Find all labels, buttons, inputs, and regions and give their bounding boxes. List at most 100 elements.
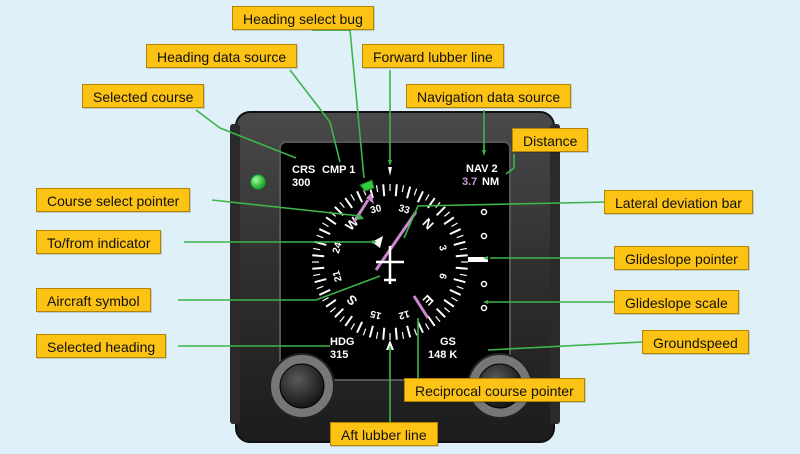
compass-tick (312, 266, 325, 270)
compass-tick (325, 216, 337, 225)
leader-groundspeed (487, 341, 643, 351)
compass-tick (329, 307, 336, 313)
glideslope-scale (480, 208, 488, 312)
glideslope-pointer (468, 257, 488, 262)
callout-course-select-pointer: Course select pointer (36, 188, 191, 212)
compass-tick (334, 307, 345, 318)
compass-tick (375, 331, 379, 339)
hdg-value: 315 (330, 349, 348, 361)
compass-label: 6 (436, 272, 448, 281)
compass-tick (435, 307, 446, 318)
compass-tick (416, 190, 424, 203)
status-led (250, 174, 266, 190)
compass-tick (449, 228, 462, 236)
crs-value: 300 (292, 177, 310, 189)
compass-tick (406, 186, 412, 199)
compass-tick (444, 211, 451, 217)
compass-tick (344, 315, 353, 327)
callout-navigation-data-source: Navigation data source (406, 84, 572, 108)
callout-selected-course: Selected course (82, 84, 205, 108)
compass-tick (459, 247, 467, 251)
callout-glideslope-scale: Glideslope scale (614, 290, 739, 314)
compass-tick (424, 194, 430, 201)
compass-tick (318, 228, 331, 236)
compass-tick (356, 190, 364, 203)
leader-aircraft-symbol (178, 275, 381, 301)
distance-unit: NM (482, 176, 499, 188)
callout-reciprocal-course-pointer: Reciprocal course pointer (404, 378, 585, 402)
callout-lateral-deviation-bar: Lateral deviation bar (604, 190, 753, 214)
gs-value: 148 K (428, 349, 457, 361)
compass-tick (356, 321, 364, 334)
heading-knob[interactable] (279, 363, 325, 409)
mounting-ear-left (230, 124, 240, 424)
callout-aft-lubber-line: Aft lubber line (330, 422, 438, 446)
compass-tick (350, 323, 356, 330)
heading-select-bug (359, 179, 375, 192)
reciprocal-course-pointer (412, 295, 430, 319)
compass-tick (427, 315, 436, 327)
compass-tick (449, 288, 462, 296)
compass-tick (451, 296, 458, 302)
compass-tick (313, 273, 321, 277)
forward-lubber-line (388, 167, 392, 176)
aircraft-symbol (376, 246, 404, 284)
compass-tick (339, 201, 345, 208)
callout-selected-heading: Selected heading (36, 334, 167, 358)
compass-tick (375, 185, 379, 193)
callout-aircraft-symbol: Aircraft symbol (36, 288, 151, 312)
compass-tick (455, 254, 468, 258)
compass-tick (444, 307, 451, 313)
compass-tick (368, 325, 374, 338)
compass-tick (382, 327, 386, 340)
leader-lines (178, 29, 643, 422)
leader-lateral-deviation-bar (403, 201, 609, 239)
compass-tick (325, 299, 337, 308)
course-pointer-head (366, 193, 374, 204)
callout-glideslope-pointer: Glideslope pointer (614, 246, 749, 270)
callout-to-from-indicator: To/from indicator (36, 230, 162, 254)
compass-tick (312, 254, 325, 258)
callout-forward-lubber-line: Forward lubber line (362, 44, 504, 68)
compass-label: 15 (369, 307, 383, 321)
compass-tick (339, 316, 345, 323)
compass-tick (451, 222, 458, 228)
compass-label: 12 (397, 307, 411, 321)
compass-tick (459, 273, 467, 277)
hdg-label: HDG (330, 336, 354, 348)
compass-tick (406, 325, 412, 338)
compass-tick (443, 299, 455, 308)
compass-tick (316, 285, 324, 290)
compass-tick (424, 323, 430, 330)
compass-label: 3 (436, 244, 448, 253)
compass-tick (382, 184, 386, 197)
glideslope-index (468, 257, 474, 262)
leader-heading-select-bug (312, 29, 365, 179)
callout-distance: Distance (512, 128, 589, 152)
mounting-ear-right (550, 124, 560, 424)
compass-tick (456, 234, 464, 239)
compass-tick (443, 216, 455, 225)
to-from-indicator (372, 236, 383, 248)
compass-tick (401, 185, 405, 193)
compass-tick (322, 296, 329, 302)
compass-label: 21 (331, 269, 345, 283)
compass-tick (314, 278, 327, 284)
compass-tick (413, 188, 418, 196)
heading-source: CMP 1 (322, 164, 355, 176)
compass-tick (413, 328, 418, 336)
compass-tick (362, 328, 367, 336)
nav-source: NAV 2 (466, 163, 498, 175)
compass-label: 33 (397, 203, 411, 217)
callout-heading-select-bug: Heading select bug (232, 6, 374, 30)
leader-distance (505, 154, 515, 175)
compass-tick (435, 206, 446, 217)
distance-value: 3.7 (462, 176, 477, 188)
compass-tick (318, 288, 331, 296)
lateral-deviation-bar (374, 211, 418, 271)
compass-tick (401, 331, 405, 339)
callout-groundspeed: Groundspeed (642, 330, 749, 354)
compass-tick (394, 327, 398, 340)
callout-heading-data-source: Heading data source (146, 44, 298, 68)
leader-selected-course (195, 109, 297, 159)
